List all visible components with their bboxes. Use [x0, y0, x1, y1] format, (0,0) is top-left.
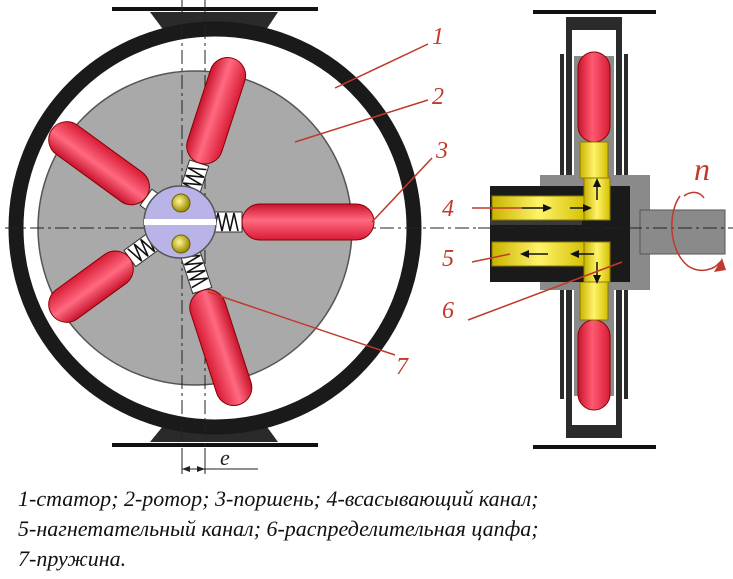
- label-rotor: 2: [432, 84, 444, 110]
- leader-lines-front: [207, 43, 433, 356]
- legend-line-2: 5-нагнетательный канал; 6-распределитель…: [18, 516, 539, 541]
- rotor-hub: [143, 185, 217, 259]
- label-suction-channel: 4: [442, 196, 454, 222]
- legend-line-1: 1-статор; 2-ротор; 3-поршень; 4-всасываю…: [18, 486, 539, 511]
- rotation-arrow-icon: [671, 191, 726, 272]
- piston-pump-diagram: e: [5, 0, 733, 474]
- leader-lines-side: [467, 207, 623, 321]
- side-piston-top: [577, 51, 611, 143]
- rotation-label: n: [694, 151, 710, 187]
- label-spring: 7: [396, 354, 409, 380]
- bore-fluid-bottom: [579, 281, 609, 321]
- label-distribution-pintle: 6: [442, 298, 454, 324]
- side-piston-bottom: [577, 319, 611, 411]
- side-view: n: [467, 10, 733, 449]
- discharge-port: [171, 234, 191, 254]
- label-discharge-channel: 5: [442, 246, 454, 272]
- eccentricity-dimension: e: [181, 445, 258, 474]
- eccentricity-label: e: [220, 445, 230, 470]
- suction-channel: [491, 177, 611, 221]
- suction-port: [171, 193, 191, 213]
- label-stator: 1: [432, 24, 444, 50]
- bore-fluid-top: [579, 141, 609, 179]
- label-piston: 3: [435, 138, 448, 164]
- front-view: e: [5, 0, 478, 474]
- legend-caption: 1-статор; 2-ротор; 3-поршень; 4-всасываю…: [18, 484, 730, 574]
- legend-line-3: 7-пружина.: [18, 546, 127, 571]
